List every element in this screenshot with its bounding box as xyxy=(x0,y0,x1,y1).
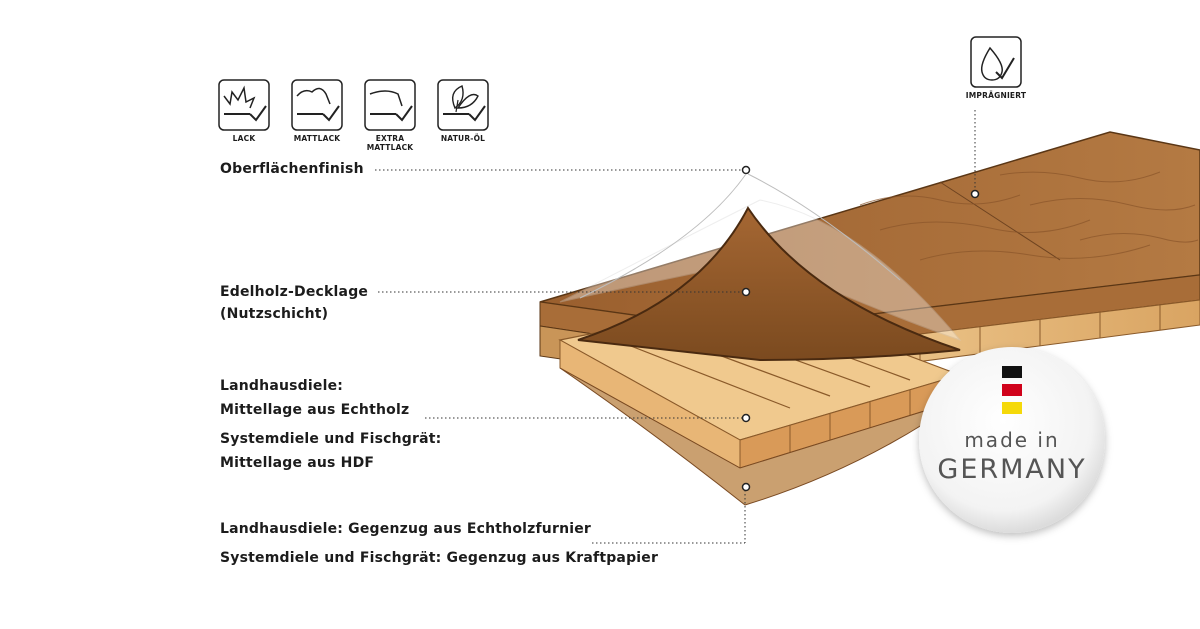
finish-icon-extra-mattlack xyxy=(364,79,416,131)
badge-made-in: made in xyxy=(964,428,1060,452)
flag-stripe-black xyxy=(1002,366,1022,378)
label-bottom-line1: Landhausdiele: Gegenzug aus Echtholzfurn… xyxy=(220,521,592,537)
label-top-layer-line2: (Nutzschicht) xyxy=(220,306,329,322)
finish-icon-lack xyxy=(218,79,270,131)
label-middle-line2: Mittellage aus Echtholz xyxy=(220,402,410,418)
floorboard-illustration xyxy=(539,131,1200,506)
label-surface-finish: Oberflächenfinish xyxy=(220,161,364,177)
natural-oil-leaf-icon xyxy=(452,85,479,113)
leader-lines xyxy=(375,110,976,544)
impregnated-label: IMPRÄGNIERT xyxy=(965,91,1027,100)
flag-stripe-red xyxy=(1002,384,1022,396)
lacquer-shine-icon xyxy=(223,85,256,109)
matte-lacquer-icon xyxy=(296,87,331,105)
label-middle-line4: Mittellage aus HDF xyxy=(220,455,375,471)
made-in-germany-badge xyxy=(919,347,1105,533)
label-middle-line3: Systemdiele und Fischgrät: xyxy=(220,431,442,447)
surface-sheet-outline xyxy=(579,173,901,299)
extra-matte-lacquer-icon xyxy=(369,90,403,107)
label-middle-line1: Landhausdiele: xyxy=(220,378,344,394)
finish-icon-mattlack xyxy=(291,79,343,131)
finish-icon-natur-oel xyxy=(437,79,489,131)
water-drop-check-icon xyxy=(980,46,1015,81)
finish-label-extra-mattlack: EXTRA MATTLACK xyxy=(366,134,414,152)
label-bottom-line2: Systemdiele und Fischgrät: Gegenzug aus … xyxy=(220,550,659,566)
leader-dots xyxy=(741,165,980,492)
label-top-layer-line1: Edelholz-Decklage xyxy=(220,284,369,300)
finish-label-natur-oel: NATUR-ÖL xyxy=(440,134,486,143)
finish-label-lack: LACK xyxy=(232,134,256,143)
finish-label-mattlack: MATTLACK xyxy=(293,134,341,143)
flag-stripe-gold xyxy=(1002,402,1022,414)
impregnated-icon-box xyxy=(970,36,1022,88)
badge-germany: GERMANY xyxy=(937,454,1087,485)
